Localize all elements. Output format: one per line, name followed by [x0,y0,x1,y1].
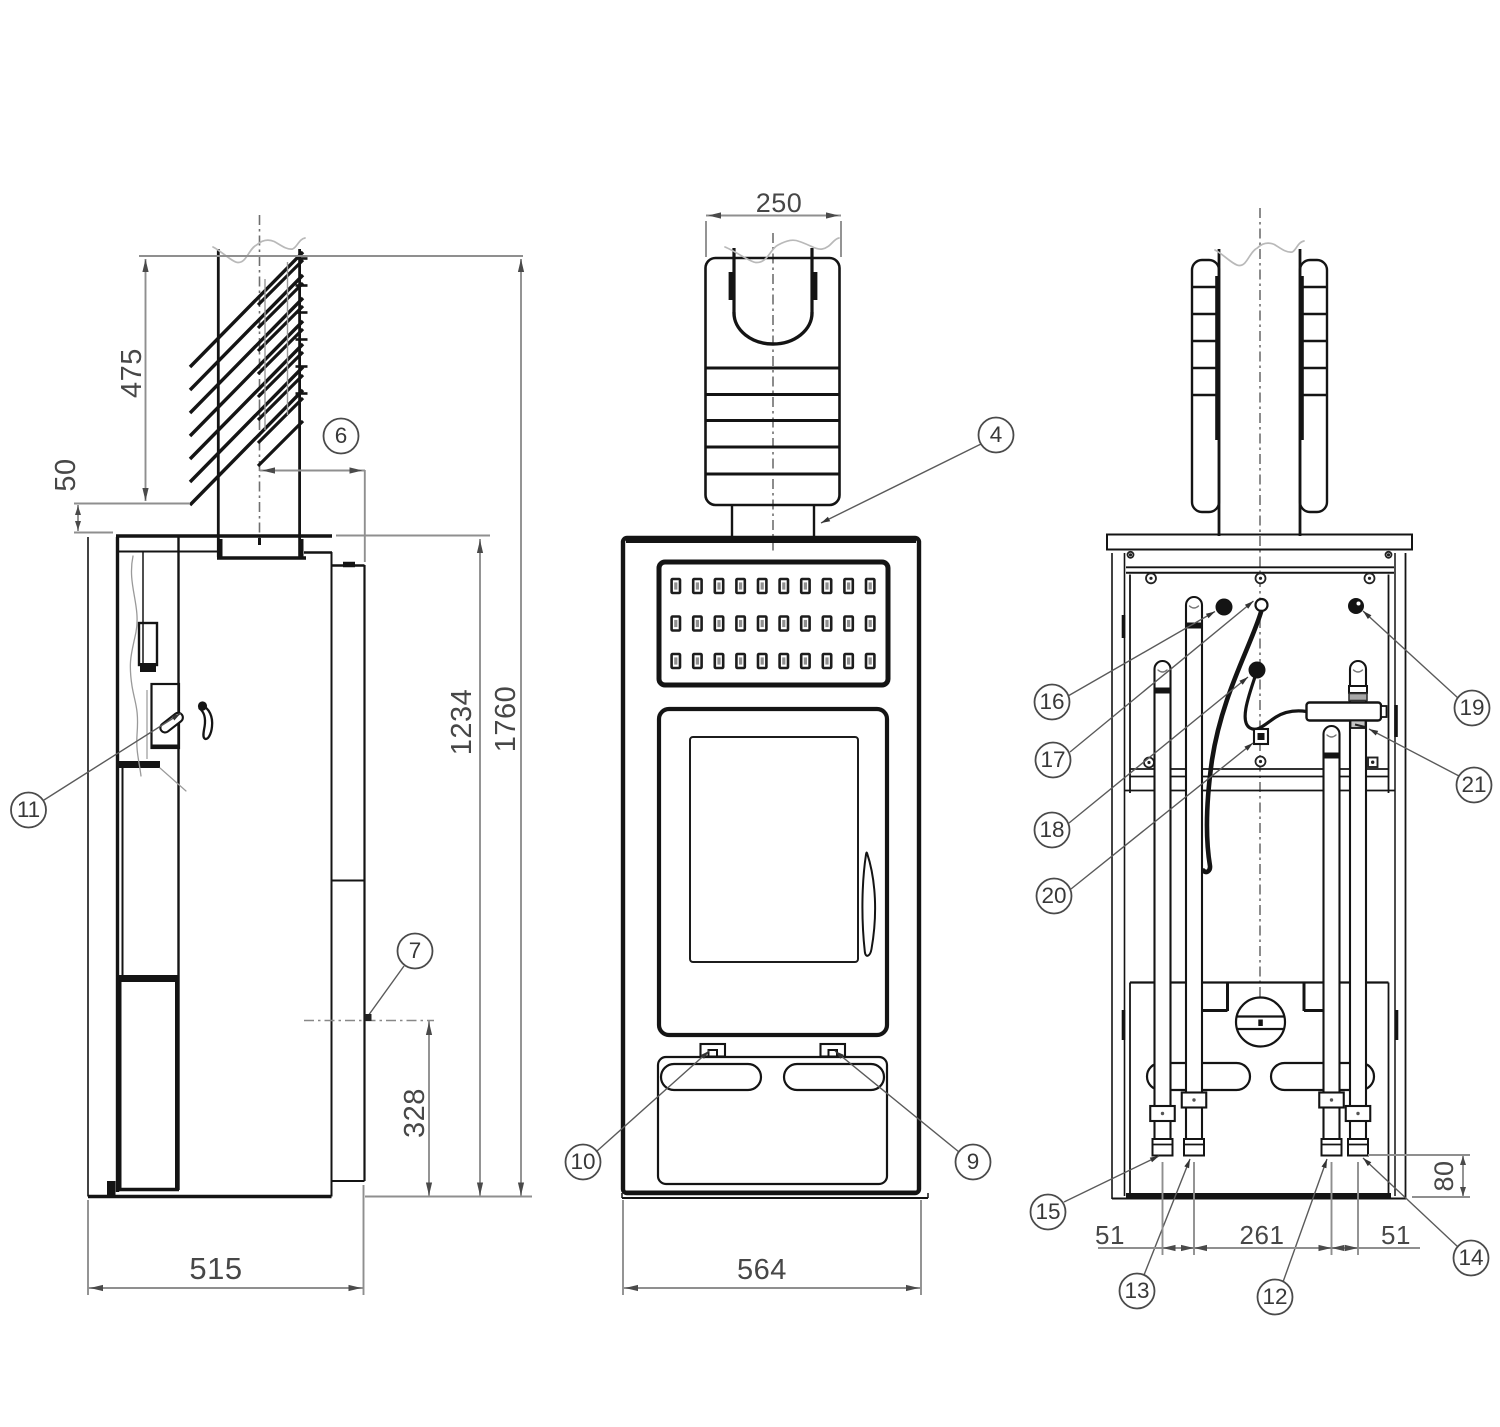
svg-text:11: 11 [17,797,40,822]
svg-text:328: 328 [399,1088,431,1138]
svg-text:20: 20 [1041,883,1066,908]
svg-text:18: 18 [1039,817,1064,842]
svg-text:1234: 1234 [446,689,478,756]
svg-text:15: 15 [1035,1199,1060,1224]
svg-text:4: 4 [990,422,1003,447]
svg-text:564: 564 [737,1254,787,1286]
svg-text:261: 261 [1240,1220,1285,1250]
svg-text:10: 10 [570,1149,595,1174]
svg-text:80: 80 [1429,1160,1459,1191]
svg-text:9: 9 [967,1149,980,1174]
svg-text:475: 475 [116,348,148,398]
svg-text:6: 6 [335,423,348,448]
svg-text:14: 14 [1458,1245,1483,1270]
svg-text:12: 12 [1262,1284,1287,1309]
svg-text:16: 16 [1039,689,1064,714]
svg-text:1760: 1760 [490,686,522,753]
svg-text:7: 7 [409,938,422,963]
svg-text:19: 19 [1459,695,1484,720]
svg-text:51: 51 [1095,1220,1125,1250]
svg-text:17: 17 [1040,747,1065,772]
svg-text:13: 13 [1124,1278,1149,1303]
svg-text:21: 21 [1461,772,1486,797]
svg-text:515: 515 [189,1251,242,1286]
svg-text:250: 250 [756,188,803,218]
svg-text:51: 51 [1381,1220,1411,1250]
svg-text:50: 50 [50,458,82,491]
